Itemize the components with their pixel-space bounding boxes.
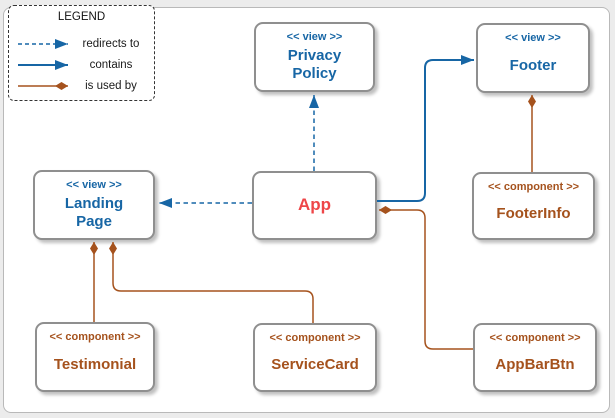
node-privacy-policy: << view >> Privacy Policy [254,22,375,92]
legend-item: contains [9,58,154,72]
legend-item-label: contains [89,58,133,71]
node-stereotype: << view >> [505,32,561,44]
node-stereotype: << component >> [269,332,361,344]
node-footer-info: << component >> FooterInfo [472,172,595,240]
node-stereotype: << component >> [487,181,580,193]
legend-rows: redirects to contains is used by [9,33,154,97]
node-name: Testimonial [53,355,137,373]
legend-item-label: redirects to [82,37,140,50]
node-name: ServiceCard [271,356,359,373]
node-name: Landing Page [64,194,124,230]
node-stereotype: << component >> [49,331,141,343]
legend-arrow-solid-icon [18,59,68,70]
node-name: Privacy Policy [287,46,342,82]
node-app-bar-btn: << component >> AppBarBtn [473,323,597,392]
node-name: Footer [509,56,557,74]
node-name: AppBarBtn [495,356,575,373]
node-testimonial: << component >> Testimonial [35,322,155,392]
legend-arrow-dashed-icon [18,38,68,49]
node-stereotype: << view >> [66,179,122,191]
node-stereotype: << view >> [286,31,343,43]
legend-title: LEGEND [57,11,106,23]
legend-item: redirects to [9,37,154,51]
node-app: App [252,171,377,240]
legend: LEGEND redirects to contains is used by [8,5,155,101]
node-service-card: << component >> ServiceCard [253,323,377,392]
legend-item-label: is used by [85,80,137,93]
node-landing-page: << view >> Landing Page [33,170,155,240]
node-stereotype: << component >> [489,332,581,344]
node-name: App [297,195,332,215]
node-name: FooterInfo [496,204,571,222]
legend-item: is used by [9,79,154,93]
legend-diamond-solid-icon [18,82,68,91]
node-footer: << view >> Footer [476,23,590,93]
